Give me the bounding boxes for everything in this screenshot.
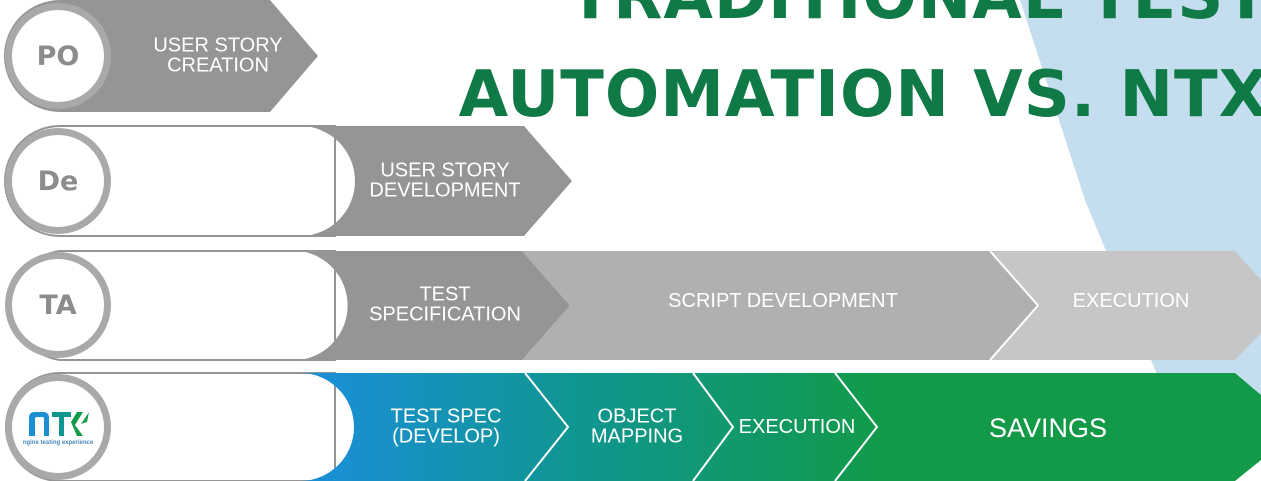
step-script-development: SCRIPT DEVELOPMENT — [668, 289, 898, 312]
role-badge-ntx: ngine testing experience — [5, 374, 111, 480]
step-execution-traditional: EXECUTION — [1072, 289, 1190, 312]
lane-ntx-bar — [300, 373, 1261, 481]
step-test-spec-develop: TEST SPEC (DEVELOP) — [390, 405, 502, 448]
role-label: PO — [12, 10, 104, 102]
lane-ta-spec — [300, 251, 570, 360]
role-label: De — [12, 135, 104, 227]
title-line-2: AUTOMATION VS. NTX — [458, 58, 1261, 132]
step-object-mapping: OBJECT MAPPING — [590, 405, 684, 448]
ntx-logo: ngine testing experience — [12, 381, 104, 473]
lane-de-bar — [300, 126, 572, 236]
step-execution-ntx: EXECUTION — [738, 415, 856, 438]
lane-ta-exec — [975, 251, 1261, 360]
role-badge-po: PO — [5, 3, 111, 109]
ntx-logo-icon — [29, 412, 89, 436]
lane-ta-script — [522, 251, 1038, 360]
ta-divider — [989, 304, 1039, 361]
ntx-tagline: ngine testing experience — [22, 440, 94, 446]
role-label: TA — [12, 259, 104, 351]
step-test-specification: TEST SPECIFICATION — [369, 283, 521, 326]
ntx-dividers — [524, 372, 879, 481]
role-badge-de: De — [5, 128, 111, 234]
role-badge-ta: TA — [5, 252, 111, 358]
step-user-story-development: USER STORY DEVELOPMENT — [369, 159, 521, 202]
ta-divider — [989, 250, 1039, 307]
title-line-1: TRADITIONAL TEST — [568, 0, 1261, 34]
step-user-story-creation: USER STORY CREATION — [153, 34, 283, 77]
step-savings: SAVINGS — [988, 413, 1108, 444]
